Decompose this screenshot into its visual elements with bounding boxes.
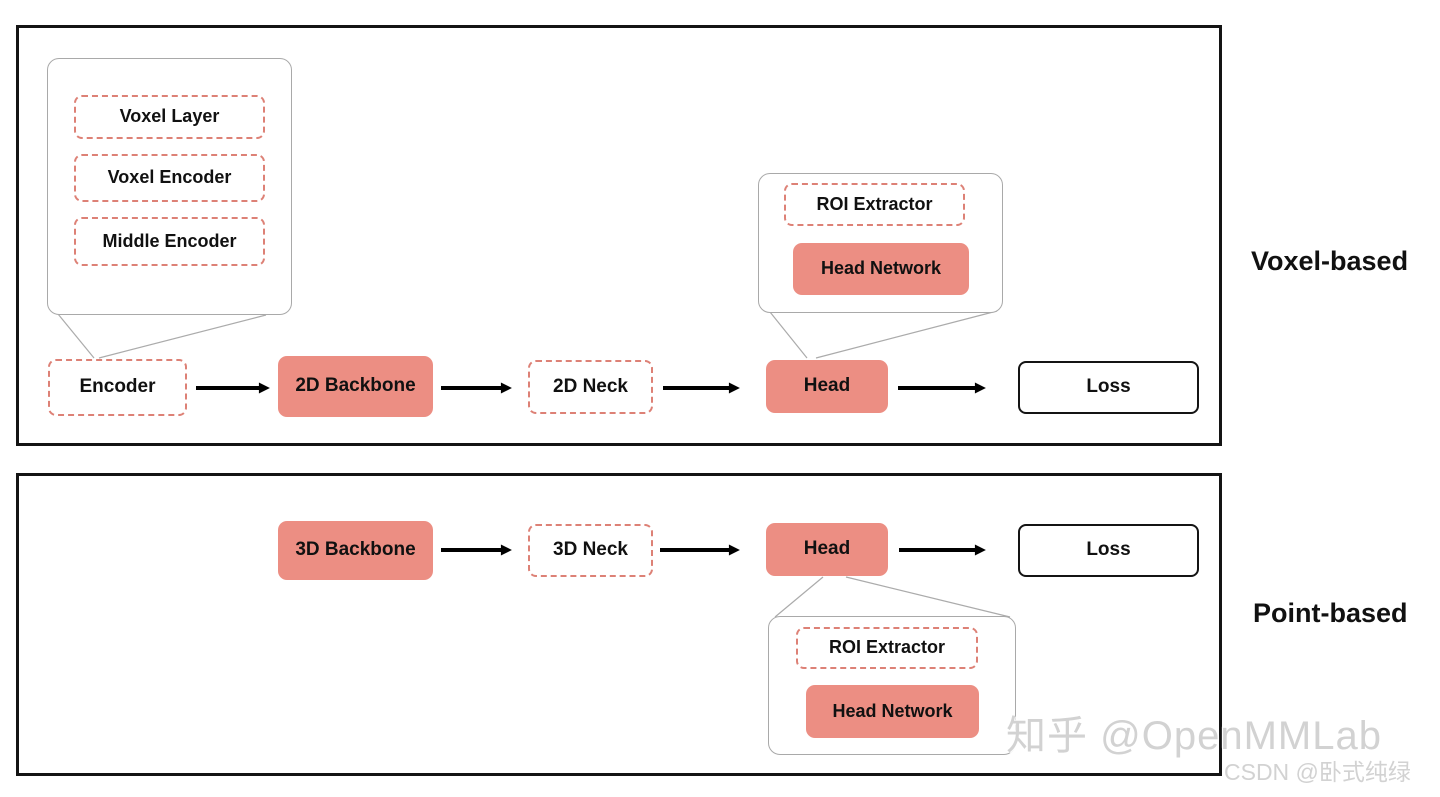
point-section-label: Point-based (1253, 598, 1408, 628)
voxel-section-label: Voxel-based (1251, 246, 1409, 276)
point-head-callout: ROI Extractor Head Network (768, 616, 1016, 755)
voxel-components-callout: Voxel Layer Voxel Encoder Middle Encoder (47, 58, 292, 315)
head-network-label: Head Network (820, 258, 942, 279)
roi-extractor-box-voxel: ROI Extractor (784, 183, 965, 226)
voxel-layer-box: Voxel Layer (74, 95, 265, 139)
backbone-3d-box: 3D Backbone (278, 521, 433, 580)
middle-encoder-label: Middle Encoder (102, 230, 237, 251)
neck-3d-label: 3D Neck (553, 539, 628, 561)
csdn-watermark: CSDN @卧式纯绿 (1224, 759, 1411, 785)
roi-extractor-box-point: ROI Extractor (796, 627, 978, 669)
voxel-layer-label: Voxel Layer (119, 106, 220, 127)
loss-label-voxel: Loss (1086, 376, 1131, 398)
voxel-section-frame (16, 25, 1222, 446)
loss-box-voxel: Loss (1018, 361, 1199, 414)
head-network-box-point: Head Network (806, 685, 979, 738)
middle-encoder-box: Middle Encoder (74, 217, 265, 266)
backbone-2d-box: 2D Backbone (278, 356, 433, 417)
roi-extractor-label: ROI Extractor (828, 637, 946, 658)
voxel-encoder-box: Voxel Encoder (74, 154, 265, 202)
loss-label-point: Loss (1086, 539, 1131, 561)
encoder-label: Encoder (79, 376, 156, 398)
encoder-box: Encoder (48, 359, 187, 416)
backbone-3d-label: 3D Backbone (295, 539, 416, 561)
neck-2d-label: 2D Neck (553, 375, 628, 397)
point-section-frame (16, 473, 1222, 776)
neck-3d-box: 3D Neck (528, 524, 653, 577)
head-box-voxel: Head (766, 360, 888, 413)
loss-box-point: Loss (1018, 524, 1199, 577)
zhihu-watermark: 知乎 @OpenMMLab (1006, 714, 1382, 758)
voxel-head-callout: ROI Extractor Head Network (758, 173, 1003, 313)
backbone-2d-label: 2D Backbone (295, 375, 416, 397)
voxel-encoder-label: Voxel Encoder (107, 167, 232, 188)
head-box-point: Head (766, 523, 888, 576)
neck-2d-box: 2D Neck (528, 360, 653, 414)
head-label-voxel: Head (803, 375, 851, 397)
head-label-point: Head (803, 538, 851, 560)
roi-extractor-label: ROI Extractor (816, 193, 933, 214)
head-network-box-voxel: Head Network (793, 243, 969, 295)
head-network-label: Head Network (832, 700, 953, 721)
